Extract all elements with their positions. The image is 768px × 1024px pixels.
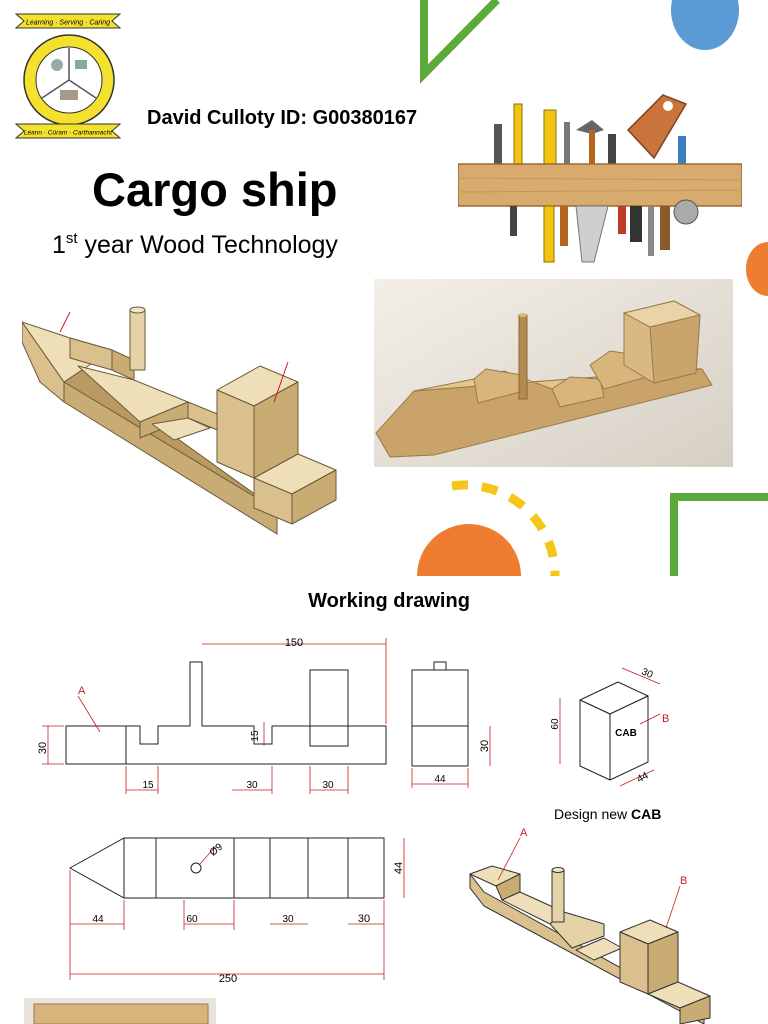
subtitle-text: year Wood Technology — [77, 231, 338, 259]
decor-shapes — [417, 0, 768, 577]
elev-dim-overall: 150 — [285, 637, 303, 649]
subtitle-ordinal: 1 — [52, 231, 66, 259]
end-dim-width: 44 — [434, 774, 446, 785]
end-dim-height: 30 — [479, 740, 491, 752]
plan-dim-width: 44 — [393, 862, 405, 874]
cab-dim-height: 60 — [550, 718, 561, 730]
cab-detail-drawing: 60 30 44 CAB B — [550, 666, 669, 787]
elev-dim-height: 30 — [37, 742, 49, 754]
elev-dim-d3: 30 — [322, 780, 334, 791]
plan-view-drawing: Ø9 44 44 60 30 30 250 — [68, 837, 405, 985]
cargo-ship-isometric-render — [22, 306, 337, 535]
plan-dim-bow: 44 — [92, 914, 104, 925]
plan-dim-30b: 30 — [358, 913, 370, 925]
author-line: David Culloty ID: G00380167 — [147, 107, 418, 129]
front-elevation-drawing: 150 30 15 15 30 30 A — [37, 637, 387, 794]
subtitle-superscript: st — [65, 230, 78, 247]
orange-semicircle-decor — [417, 524, 521, 576]
svg-text:Learning · Serving · Caring: Learning · Serving · Caring — [26, 20, 110, 27]
end-view-drawing: 30 44 — [411, 661, 491, 788]
design-note-prefix: Design new — [554, 806, 632, 822]
blue-oval-decor — [671, 0, 739, 50]
cab-dim-depth: 30 — [640, 666, 655, 681]
page-title: Cargo ship — [92, 163, 338, 216]
plan-dim-overall: 250 — [219, 973, 237, 985]
iso-label-a: A — [520, 827, 528, 839]
green-triangle-decor — [420, 0, 500, 84]
design-note-bold: CAB — [631, 806, 662, 822]
plan-dim-60: 60 — [186, 914, 198, 925]
bottom-photo-fragment — [24, 998, 216, 1024]
school-crest-logo: Learning · Serving · Caring Léann · Cúra… — [14, 13, 122, 139]
green-corner-decor — [670, 493, 768, 576]
orange-semicircle-right-decor — [746, 242, 768, 296]
plan-dim-30a: 30 — [282, 914, 294, 925]
woodworking-tools-illustration — [458, 94, 742, 263]
elev-dim-d2: 30 — [246, 780, 258, 791]
elev-dim-d1: 15 — [142, 780, 154, 791]
cab-label: CAB — [615, 728, 637, 739]
wooden-ship-photo — [374, 279, 733, 467]
elev-label-a: A — [78, 685, 86, 697]
svg-text:Léann · Cúram · Carthannacht: Léann · Cúram · Carthannacht — [24, 130, 113, 137]
iso-label-b: B — [680, 875, 687, 887]
cab-part-b: B — [662, 713, 669, 725]
cab-dim-width: 44 — [635, 770, 650, 785]
design-new-cab-note: Design new CAB — [554, 806, 661, 822]
working-drawing-heading: Working drawing — [308, 590, 470, 612]
elev-dim-notch: 15 — [250, 730, 261, 742]
cargo-ship-isometric-drawing: A B — [469, 827, 711, 1024]
plan-dim-hole: Ø9 — [208, 841, 226, 858]
subtitle: 1st year Wood Technology — [52, 230, 338, 260]
yellow-dashed-arc-decor — [451, 480, 560, 577]
